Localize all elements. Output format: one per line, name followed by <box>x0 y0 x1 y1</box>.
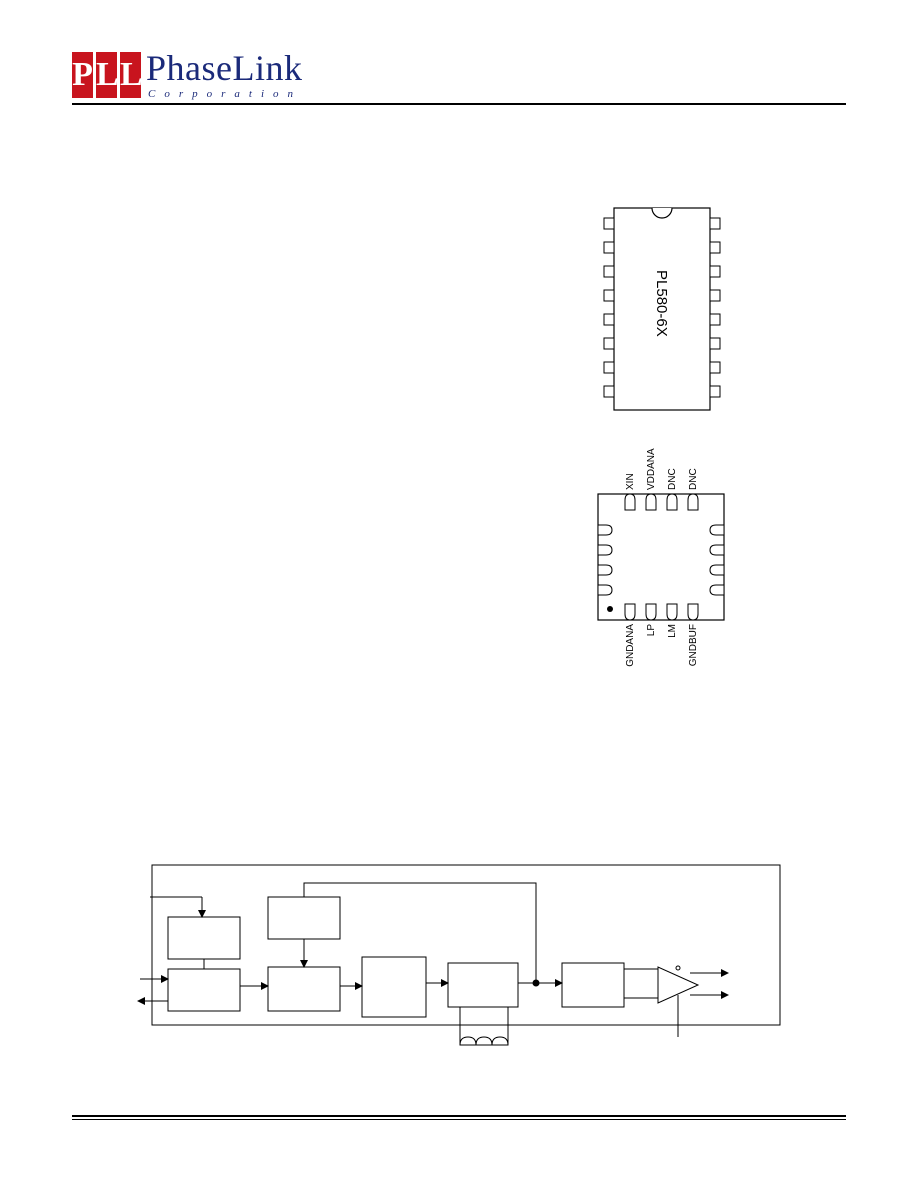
junction-dot <box>532 979 540 987</box>
qfn-top-pin-dnc-2: DNC <box>688 468 699 490</box>
dip-pin-left-3 <box>603 265 615 278</box>
qfn-pin-top-2 <box>645 493 657 511</box>
dip-pin-right-4 <box>709 289 721 302</box>
footer-rule-top <box>72 1115 846 1117</box>
dip-package-diagram: PL580-6X <box>603 207 721 411</box>
output-buffer-triangle <box>657 966 700 1004</box>
qfn-pin-left-3 <box>597 564 613 576</box>
qfn-bottom-pin-gndbuf: GNDBUF <box>688 624 699 666</box>
qfn-pin-right-3 <box>709 564 725 576</box>
dip-pin-left-2 <box>603 241 615 254</box>
logo-mark: P L L <box>72 52 143 98</box>
dip-pin-right-3 <box>709 265 721 278</box>
block-top-middle <box>267 896 341 940</box>
qfn-bottom-pin-lp: LP <box>646 624 657 637</box>
pin1-dot <box>607 606 613 612</box>
qfn-pin-left-1 <box>597 524 613 536</box>
qfn-pin-right-2 <box>709 544 725 556</box>
dip-pin-left-1 <box>603 217 615 230</box>
block-phase-detector <box>267 966 341 1012</box>
qfn-pin-right-1 <box>709 524 725 536</box>
qfn-pin-bottom-1 <box>624 603 636 621</box>
qfn-pin-right-4 <box>709 584 725 596</box>
block-oscillator <box>167 968 241 1012</box>
qfn-pin-top-4 <box>687 493 699 511</box>
qfn-pin-left-2 <box>597 544 613 556</box>
dip-pin-right-6 <box>709 337 721 350</box>
dip-pin-right-8 <box>709 385 721 398</box>
qfn-pin-bottom-2 <box>645 603 657 621</box>
dip-part-label: PL580-6X <box>653 270 670 337</box>
dip-pin-left-7 <box>603 361 615 374</box>
footer-rule-bottom <box>72 1119 846 1120</box>
qfn-pin-top-3 <box>666 493 678 511</box>
logo-company-subtitle: Corporation <box>148 88 303 100</box>
qfn-top-pin-vddana: VDDANA <box>646 448 657 490</box>
qfn-top-pin-xin: XIN <box>625 473 636 490</box>
qfn-bottom-pin-lm: LM <box>667 624 678 638</box>
qfn-top-pin-dnc-1: DNC <box>667 468 678 490</box>
qfn-pin-top-1 <box>624 493 636 511</box>
dip-pin-left-5 <box>603 313 615 326</box>
qfn-pin-left-4 <box>597 584 613 596</box>
block-output-divider <box>561 962 625 1008</box>
logo-company-name: PhaseLink <box>146 48 303 88</box>
block-diagram <box>137 864 781 1046</box>
qfn-package-diagram: XIN VDDANA DNC DNC GNDANA LP LM GNDBUF <box>597 448 725 667</box>
qfn-bottom-pin-gndana: GNDANA <box>625 624 636 667</box>
dip-pin-right-7 <box>709 361 721 374</box>
logo-letter-l1: L <box>96 52 119 98</box>
dip-pin-left-8 <box>603 385 615 398</box>
qfn-pin-bottom-4 <box>687 603 699 621</box>
inductor-coil <box>459 1036 509 1046</box>
block-charge-pump <box>361 956 427 1018</box>
dip-pin-right-2 <box>709 241 721 254</box>
dip-pin-left-6 <box>603 337 615 350</box>
logo-letter-l2: L <box>120 52 143 98</box>
chip-boundary <box>151 864 781 1026</box>
dip-pin-right-5 <box>709 313 721 326</box>
header-rule <box>72 103 846 105</box>
dip-pin-left-4 <box>603 289 615 302</box>
logo-letter-p: P <box>72 52 93 98</box>
block-top-left <box>167 916 241 960</box>
qfn-pin-bottom-3 <box>666 603 678 621</box>
dip-pin-right-1 <box>709 217 721 230</box>
block-vco <box>447 962 519 1008</box>
